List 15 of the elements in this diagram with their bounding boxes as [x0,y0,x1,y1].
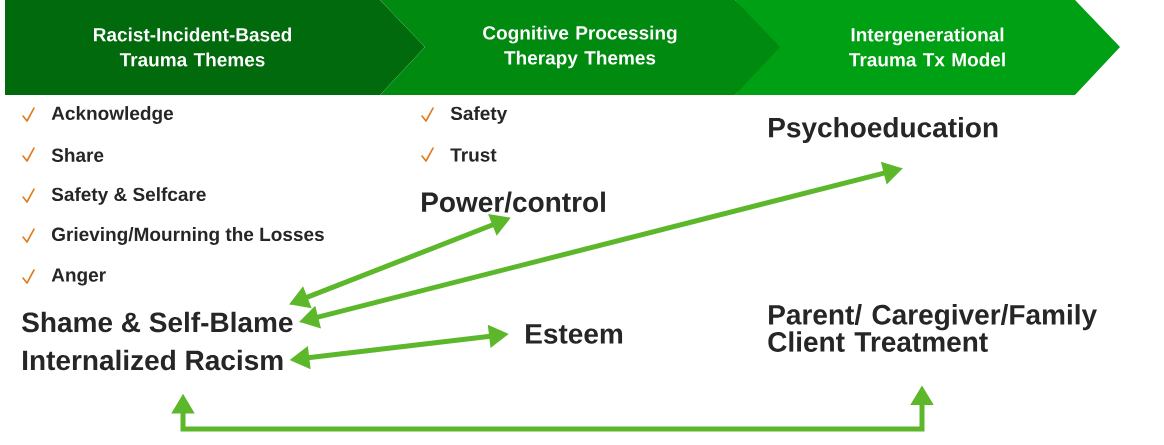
chevron-header: Cognitive Processing Therapy Themes [380,0,790,95]
heading-text: Parent/ Caregiver/Family Client Treatment [768,304,1097,352]
chevron-header: Racist-Incident-Based Trauma Themes [5,0,425,95]
heading-text: Internalized Racism [23,349,283,371]
list-item: Share [51,148,104,162]
heading-text: Power/control [422,191,605,213]
list-item: Safety & Selfcare [51,187,206,205]
heading-text: Shame & Self-Blame [22,311,293,333]
chevron-header: Intergenerational Trauma Tx Model [735,0,1120,95]
list-item: Anger [51,268,106,286]
heading-text: Psychoeducation [769,116,998,144]
list-item: Trust [450,148,497,162]
heading-text: Esteem [526,324,623,344]
list-item: Grieving/Mourning the Losses [52,227,324,245]
list-item: Safety [450,106,508,124]
